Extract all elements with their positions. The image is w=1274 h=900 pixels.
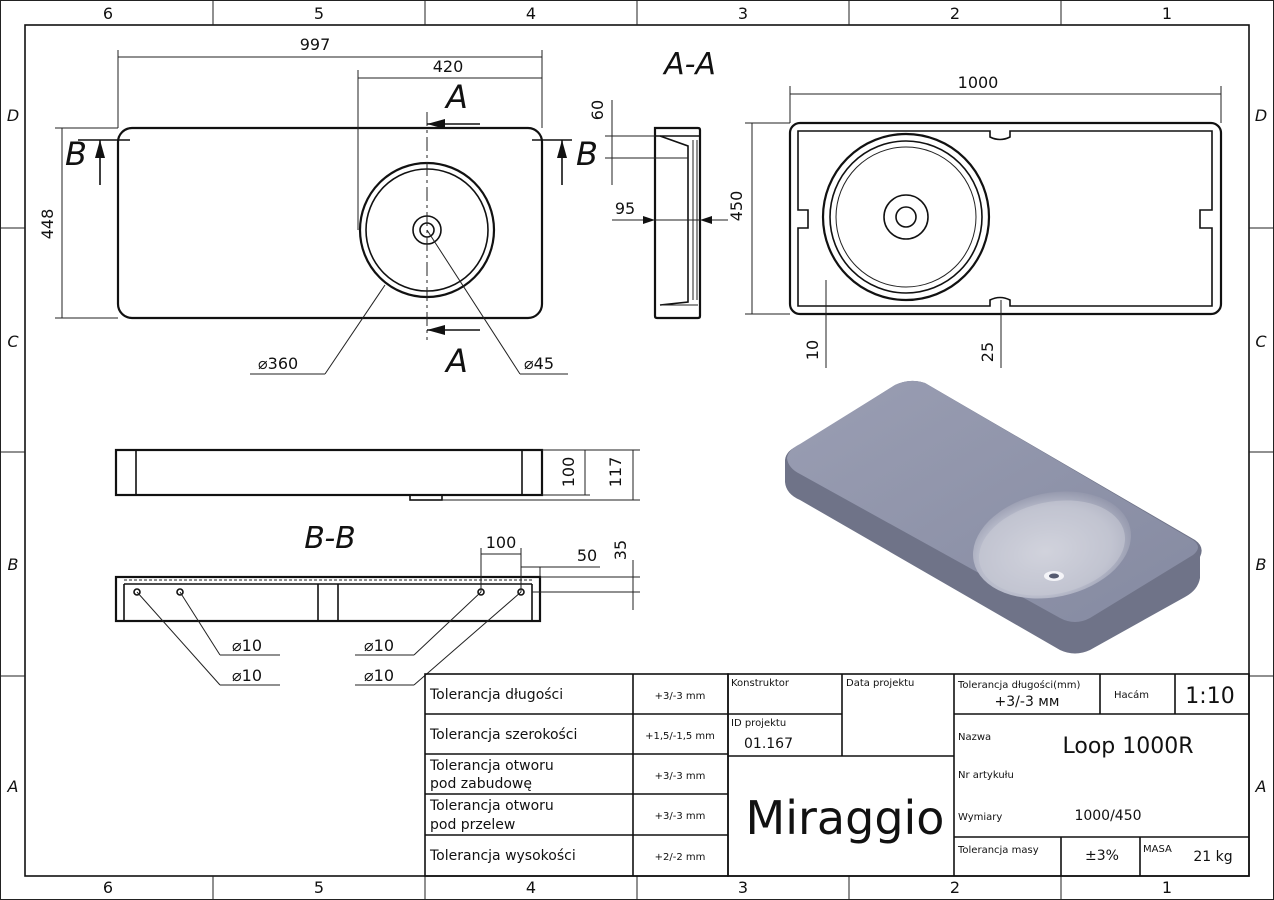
tol-row-3-label-1: Tolerancja otworu (429, 758, 554, 774)
zone-col-3-bottom: 3 (738, 878, 748, 897)
dim-bb-100: 100 (486, 533, 517, 552)
dim-right-1000: 1000 (958, 73, 999, 92)
dim-length-997: 997 (300, 35, 331, 54)
section-bb-title: B-B (304, 521, 355, 556)
dim-side-117: 117 (606, 457, 625, 488)
zone-row-b: B (8, 555, 19, 574)
dim-bb-50: 50 (577, 546, 597, 565)
tol-length-label: Tolerancja długości(mm) (957, 679, 1080, 691)
zone-col-6: 6 (103, 4, 113, 23)
section-bb-view (114, 548, 640, 686)
zone-row-b-right: B (1256, 555, 1267, 574)
product-render (785, 380, 1202, 654)
title-block-grid (727, 673, 1250, 877)
zone-col-6-bottom: 6 (103, 878, 113, 897)
section-label-b-left: B (65, 135, 87, 173)
tol-row-2-value: +1,5/-1,5 mm (645, 731, 715, 742)
dim-width-448: 448 (38, 209, 57, 240)
zone-row-a-right: A (1255, 777, 1267, 796)
dims-value: 1000/450 (1074, 808, 1141, 824)
dim-right-10: 10 (803, 340, 822, 360)
tol-row-4-label-1: Tolerancja otworu (429, 798, 554, 814)
hole-label-2: ⌀10 (232, 666, 262, 685)
zone-col-2-bottom: 2 (950, 878, 960, 897)
product-name: Loop 1000R (1062, 734, 1193, 759)
right-top-view (745, 86, 1223, 368)
tol-row-1-label: Tolerancja długości (429, 687, 563, 703)
side-view (114, 448, 640, 501)
section-aa-view (605, 100, 728, 320)
zone-row-c-right: C (1255, 332, 1267, 351)
dims-label: Wymiary (958, 812, 1002, 823)
dim-offset-420: 420 (433, 57, 464, 76)
zone-col-1: 1 (1162, 4, 1172, 23)
zone-row-c: C (7, 332, 19, 351)
tol-row-5-value: +2/-2 mm (655, 852, 706, 863)
top-view (55, 50, 572, 375)
zone-col-3: 3 (738, 4, 748, 23)
dim-drain-diameter: ⌀45 (524, 354, 554, 373)
id-projektu-value: 01.167 (744, 736, 793, 752)
konstruktor-label: Konstruktor (731, 678, 790, 689)
zone-col-2: 2 (950, 4, 960, 23)
zone-col-4: 4 (526, 4, 536, 23)
zone-col-1-bottom: 1 (1162, 878, 1172, 897)
zone-row-a: A (7, 777, 19, 796)
dim-aa-95: 95 (615, 199, 635, 218)
section-label-a-top: A (444, 78, 468, 116)
dim-bowl-diameter: ⌀360 (258, 354, 298, 373)
brand-logo: Miraggio (746, 791, 945, 845)
id-projektu-label: ID projektu (731, 718, 786, 729)
scale-value: 1:10 (1185, 684, 1234, 709)
tol-row-1-value: +3/-3 mm (655, 691, 706, 702)
section-aa-title: A-A (662, 47, 716, 82)
tol-row-5-label: Tolerancja wysokości (429, 848, 576, 864)
tol-row-3-value: +3/-3 mm (655, 771, 706, 782)
tol-length-value: +3/-3 мм (995, 694, 1060, 710)
mass-tol-value: ±3% (1085, 848, 1119, 864)
dim-side-100: 100 (559, 457, 578, 488)
mass-label: MASA (1143, 844, 1172, 855)
dim-bb-35: 35 (611, 540, 630, 560)
mass-value: 21 kg (1193, 849, 1232, 865)
zone-row-d: D (7, 106, 19, 125)
author-label: Нacám (1114, 689, 1149, 701)
zone-col-5: 5 (314, 4, 324, 23)
name-label: Nazwa (958, 732, 991, 743)
tol-row-2-label: Tolerancja szerokości (429, 727, 577, 743)
mass-tol-label: Tolerancja masy (957, 845, 1039, 856)
zone-col-5-bottom: 5 (314, 878, 324, 897)
dim-right-450: 450 (727, 191, 746, 222)
hole-label-1: ⌀10 (232, 636, 262, 655)
article-label: Nr artykułu (958, 770, 1014, 781)
zone-row-d-right: D (1255, 106, 1267, 125)
hole-label-4: ⌀10 (364, 666, 394, 685)
hole-label-3: ⌀10 (364, 636, 394, 655)
section-label-b-right: B (576, 135, 598, 173)
tol-row-3-label-2: pod zabudowę (430, 776, 532, 792)
data-projektu-label: Data projektu (846, 678, 914, 689)
dim-aa-60: 60 (588, 100, 607, 120)
zone-col-4-bottom: 4 (526, 878, 536, 897)
tol-row-4-value: +3/-3 mm (655, 811, 706, 822)
tol-row-4-label-2: pod przelew (430, 817, 515, 833)
section-label-a-bottom: A (444, 342, 468, 380)
dim-right-25: 25 (978, 342, 997, 362)
